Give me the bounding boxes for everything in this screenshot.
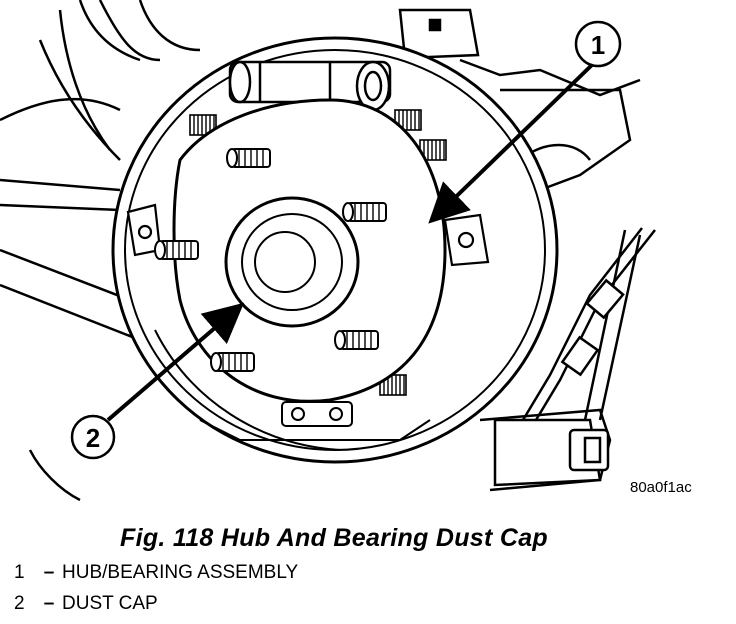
legend-text: DUST CAP xyxy=(62,593,158,614)
legend-separator: – xyxy=(43,562,55,583)
wheel-stud-lower-left xyxy=(210,352,255,372)
wheel-cylinder xyxy=(228,60,392,112)
anchor-right xyxy=(443,213,490,267)
callout-1-number: 1 xyxy=(591,30,605,60)
backing-plate-rivets xyxy=(281,401,353,427)
callout-1: 1 xyxy=(428,20,622,224)
legend-item: 1 – HUB/BEARING ASSEMBLY xyxy=(14,562,298,593)
dust-cap xyxy=(224,196,360,328)
mounting-bolt xyxy=(493,418,610,487)
wheel-stud-top xyxy=(226,148,271,168)
figure-caption: Fig. 118 Hub And Bearing Dust Cap xyxy=(120,524,548,552)
wheel-stud-right xyxy=(342,202,387,222)
legend: 1 – HUB/BEARING ASSEMBLY 2 – DUST CAP xyxy=(14,562,298,624)
callout-2: 2 xyxy=(70,302,245,460)
wheel-stud-lower-right xyxy=(334,330,379,350)
legend-number: 1 xyxy=(14,562,25,583)
figure-id: 80a0f1ac xyxy=(630,479,692,496)
brake-line xyxy=(518,227,656,431)
legend-text: HUB/BEARING ASSEMBLY xyxy=(62,562,299,583)
legend-separator: – xyxy=(43,593,55,614)
callout-2-number: 2 xyxy=(86,423,100,453)
wheel-stud-left xyxy=(154,240,199,260)
hub-diagram: 1 2 80a0f1ac xyxy=(0,0,692,502)
legend-item: 2 – DUST CAP xyxy=(14,593,298,624)
legend-number: 2 xyxy=(14,593,25,614)
